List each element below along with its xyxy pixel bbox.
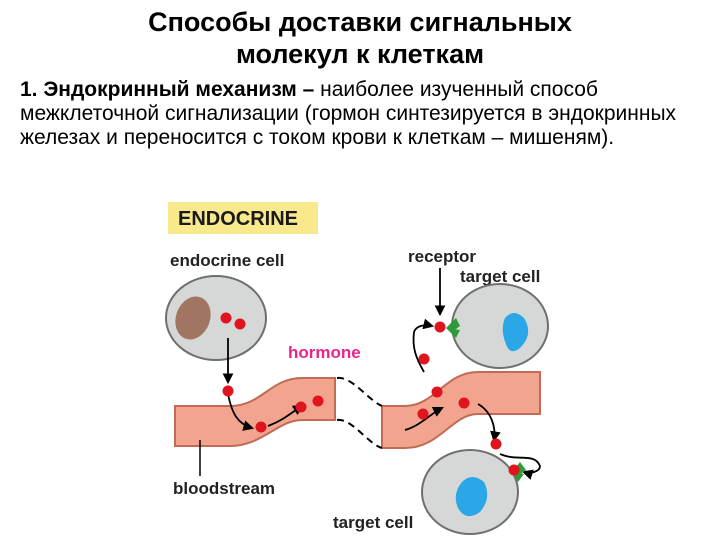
blood-vessel-right — [381, 371, 541, 449]
target-cell-label-bottom: target cell — [333, 513, 413, 532]
target-cell-top — [451, 283, 549, 369]
hormone-dot — [295, 401, 307, 413]
vessel-gap-upper — [336, 376, 383, 407]
hormone-dot — [417, 408, 429, 420]
hormone-label: hormone — [288, 343, 361, 362]
target-cell-bottom-nucleus — [455, 477, 488, 517]
title-line-1: Способы доставки сигнальных — [148, 7, 572, 37]
bloodstream-label: bloodstream — [173, 479, 275, 498]
hormone-dot — [490, 438, 502, 450]
arrow-along-blood-2 — [404, 407, 444, 431]
hormone-dot — [434, 321, 446, 333]
arrow-into-blood — [227, 393, 255, 431]
vessel-gap-lower — [336, 418, 383, 449]
hormone-dot — [234, 318, 246, 330]
arrow-up-to-target — [412, 318, 435, 373]
slide-title: Способы доставки сигнальных молекул к кл… — [0, 6, 720, 70]
hormone-dot — [222, 385, 234, 397]
description-paragraph: 1. Эндокринный механизм – наиболее изуче… — [20, 78, 710, 150]
hormone-dot — [508, 464, 520, 476]
paragraph-bold-lead: 1. Эндокринный механизм – — [20, 78, 315, 101]
blood-vessel-left — [174, 377, 336, 447]
title-line-2: молекул к клеткам — [235, 39, 485, 69]
hormone-dot — [458, 397, 470, 409]
diagram-heading: ENDOCRINE — [178, 208, 298, 230]
arrow-down-to-target — [477, 403, 501, 443]
hormone-dot — [220, 312, 232, 324]
hormone-dot — [431, 386, 443, 398]
hormone-dot — [255, 421, 267, 433]
paragraph-text: наиболее изученный способ межклеточной с… — [20, 78, 677, 149]
receptor-label: receptor — [408, 247, 476, 266]
hormone-dot — [418, 353, 430, 365]
hormone-molecules — [220, 312, 520, 476]
diagram-heading-box — [168, 202, 318, 234]
arrow-to-bottom-receptor — [499, 453, 541, 480]
target-cell-label-top: target cell — [460, 267, 540, 286]
target-cell-top-nucleus — [502, 313, 529, 352]
endocrine-cell-label: endocrine cell — [170, 251, 284, 270]
hormone-dot — [312, 395, 324, 407]
receptor-top — [446, 318, 460, 338]
endocrine-cell-nucleus — [175, 296, 211, 340]
